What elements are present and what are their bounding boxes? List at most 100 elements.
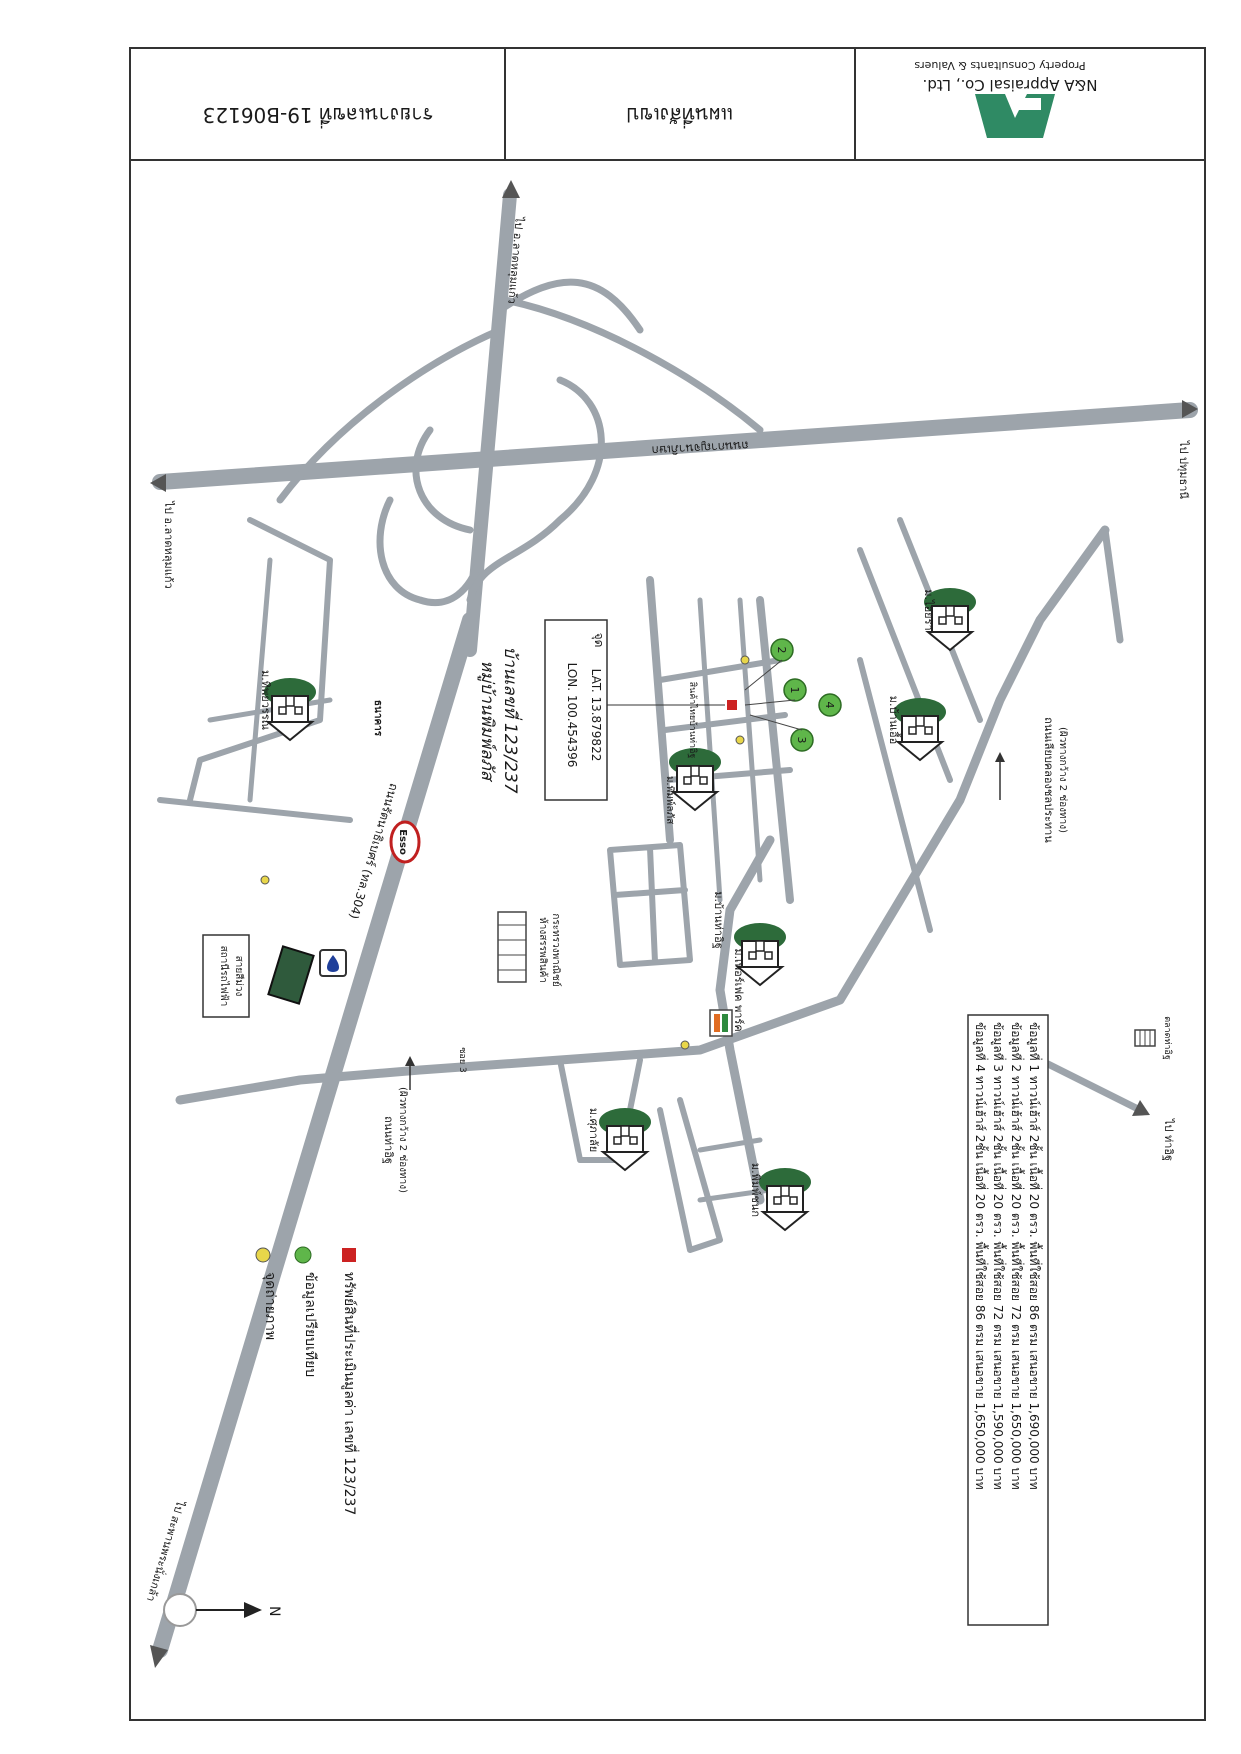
mall-icon bbox=[497, 911, 527, 983]
interchange-loop-2 bbox=[276, 326, 504, 504]
map-legend: ทรัพย์สินที่ประเมินมูลค่า เลขที่ 123/237… bbox=[255, 1246, 359, 1515]
comparable-marker-4: 4 bbox=[818, 693, 842, 717]
photo-spot-icon bbox=[680, 1040, 690, 1050]
subject-marker bbox=[727, 700, 737, 710]
legend-photo-label: จุดถ่ายภาพ bbox=[262, 1272, 278, 1340]
train-station bbox=[267, 945, 315, 1005]
village-soi-7 bbox=[697, 597, 723, 903]
photo-spot-icon bbox=[740, 655, 750, 665]
interchange-loop-6 bbox=[496, 278, 644, 334]
mall-sub-label: กระทรวงพาณิชย์ bbox=[550, 913, 562, 986]
company-name: N&A Appraisal Co., Ltd. bbox=[923, 76, 1098, 94]
ring-road-arrow-left bbox=[150, 474, 166, 492]
legend-subject-swatch bbox=[342, 1248, 356, 1262]
road-note-arrows bbox=[405, 752, 1005, 1090]
village-label-baan-tha-it: ม.บ้านท่าอิฐ bbox=[712, 891, 725, 949]
village-main-soi bbox=[715, 835, 775, 1205]
main-road-arrow bbox=[150, 1645, 168, 1668]
south-village-road-4 bbox=[697, 1187, 773, 1203]
east-branch-arrow bbox=[1132, 1100, 1150, 1116]
legend-comparable-swatch bbox=[294, 1246, 312, 1264]
village-label-perfect-park: ม.เพอร์เฟค พาร์ค bbox=[732, 948, 745, 1031]
north-road-arrow bbox=[502, 180, 520, 198]
handwritten-village: หมู่บ้านพิมพ์ลภัส bbox=[477, 660, 497, 783]
comparable-marker-3: 3 bbox=[790, 728, 814, 752]
legend-comparable-label: ข้อมูลเปรียบเทียบ bbox=[302, 1272, 318, 1377]
comparable-marker-1: 1 bbox=[783, 678, 807, 702]
comparable-row-2: ข้อมูลที่ 2 ทาวน์เฮ้าส์ 2ชั้น เนื้อที่ 2… bbox=[1008, 1022, 1025, 1490]
village-label-pimchanok: ม.พิมพ์ชนก bbox=[749, 1163, 762, 1217]
page-frame bbox=[129, 47, 1206, 1721]
village-label-pimlapat: ม.พิมพ์ลภัส bbox=[664, 776, 676, 824]
south-road-sub: (ผิวทางกว้าง 2 ช่องทาง) bbox=[397, 1087, 409, 1193]
village-soi-5 bbox=[662, 712, 788, 733]
mall-label: ห้างสรรพสินค้า bbox=[537, 917, 549, 983]
right-top-dir-label: ไป ปทุมธานี bbox=[1177, 440, 1190, 499]
comparable-marker-label: 4 bbox=[823, 702, 836, 709]
bank-icon bbox=[319, 949, 347, 977]
west-village-road-3 bbox=[247, 557, 273, 803]
station-sub-label: สายสีม่วง bbox=[233, 956, 245, 997]
map-title: แผนที่สังเขป bbox=[627, 103, 734, 129]
interchange-loop-5 bbox=[412, 426, 474, 534]
west-village-road-4 bbox=[157, 797, 353, 823]
photo-spot-markers bbox=[260, 655, 750, 1050]
company-logo bbox=[975, 94, 1055, 138]
main-diagonal-road bbox=[152, 612, 478, 1658]
report-number: รายงานเลขที่ 19-B06123 bbox=[203, 103, 434, 129]
right-bottom-dir-label: ไป ท่าอิฐ bbox=[1162, 1118, 1175, 1161]
village-soi-3 bbox=[756, 596, 794, 904]
poi-label: ธนาคาร bbox=[372, 700, 383, 737]
comparable-marker-label: 3 bbox=[795, 737, 808, 744]
esso-station: Esso bbox=[389, 820, 421, 864]
company-sub: Property Consultants & Valuers bbox=[914, 59, 1086, 72]
village-label-tippayawan: ม.ทิพยวรรณ bbox=[259, 670, 272, 730]
south-village-road-3 bbox=[697, 1137, 763, 1153]
legend-photo-swatch bbox=[255, 1247, 271, 1263]
left-top-dir-label: ไป อ.ลาดหลุมแก้ว bbox=[162, 500, 175, 588]
market-label: ตลาดท่าอิฐ bbox=[1162, 1016, 1173, 1060]
south-road-label: ถนนท่าอิฐ bbox=[382, 1116, 395, 1164]
seven-eleven-icon bbox=[709, 1009, 733, 1037]
comparable-marker-2: 2 bbox=[770, 638, 794, 662]
comparable-marker-label: 1 bbox=[788, 687, 801, 694]
station-label: สถานีรถไฟฟ้า bbox=[218, 946, 230, 1007]
interchange-loop-4 bbox=[376, 496, 484, 607]
village-label-baan-ua: ม.บ้านเอื้อ bbox=[887, 696, 902, 744]
coord-lat: LAT. 13.879822 bbox=[589, 669, 603, 762]
village-soi-8 bbox=[737, 597, 763, 883]
legend-subject-label: ทรัพย์สินที่ประเมินมูลค่า เลขที่ 123/237 bbox=[341, 1272, 359, 1515]
east-collector-road bbox=[175, 525, 1110, 1105]
west-road-label: ถนนเลียบคลองชลประทาน bbox=[1042, 717, 1055, 843]
coord-lon: LON. 100.454396 bbox=[565, 663, 579, 768]
ring-road-label: ถนนกาญจนาภิเษก bbox=[651, 438, 749, 457]
house-icon bbox=[758, 1167, 812, 1231]
road-network bbox=[150, 180, 1198, 1668]
shop-label-1: สินค้าไทยบ้านท่าอิฐ bbox=[687, 682, 698, 759]
market-icon bbox=[1134, 1029, 1156, 1047]
coordinate-box bbox=[544, 619, 608, 801]
photo-spot-icon bbox=[735, 735, 745, 745]
station-label-box bbox=[202, 934, 250, 1018]
village-soi-2 bbox=[646, 576, 674, 844]
ring-road bbox=[152, 402, 1198, 490]
coord-title: จุด bbox=[591, 633, 606, 648]
village-soi-4 bbox=[657, 657, 783, 683]
comparable-row-4: ข้อมูลที่ 4 ทาวน์เฮ้าส์ 2ชั้น เนื้อที่ 2… bbox=[972, 1022, 989, 1490]
soi-label: ซอย 3 bbox=[457, 1047, 467, 1072]
north-arrow-icon: N bbox=[163, 1593, 282, 1627]
interchange-loop-3 bbox=[466, 376, 605, 604]
comparable-row-3: ข้อมูลที่ 3 ทาวน์เฮ้าส์ 2ชั้น เนื้อที่ 2… bbox=[990, 1022, 1007, 1490]
grid-block bbox=[607, 842, 693, 968]
village-label-supalai: ม.ศุภาลัย bbox=[587, 1108, 600, 1152]
west-village-road-2 bbox=[207, 697, 333, 723]
south-village-road-2 bbox=[657, 1097, 723, 1253]
esso-label: Esso bbox=[397, 829, 408, 855]
village-label-aiyara: ม.ไอยรา bbox=[922, 589, 935, 630]
west-road-sub: (ผิวทางกว้าง 2 ช่องทาง) bbox=[1057, 727, 1069, 833]
northeast-branch bbox=[1101, 526, 1124, 644]
comparable-markers: 2 1 4 3 bbox=[744, 638, 842, 752]
north-label: N bbox=[266, 1606, 282, 1616]
comparable-info-box bbox=[967, 1014, 1049, 1626]
